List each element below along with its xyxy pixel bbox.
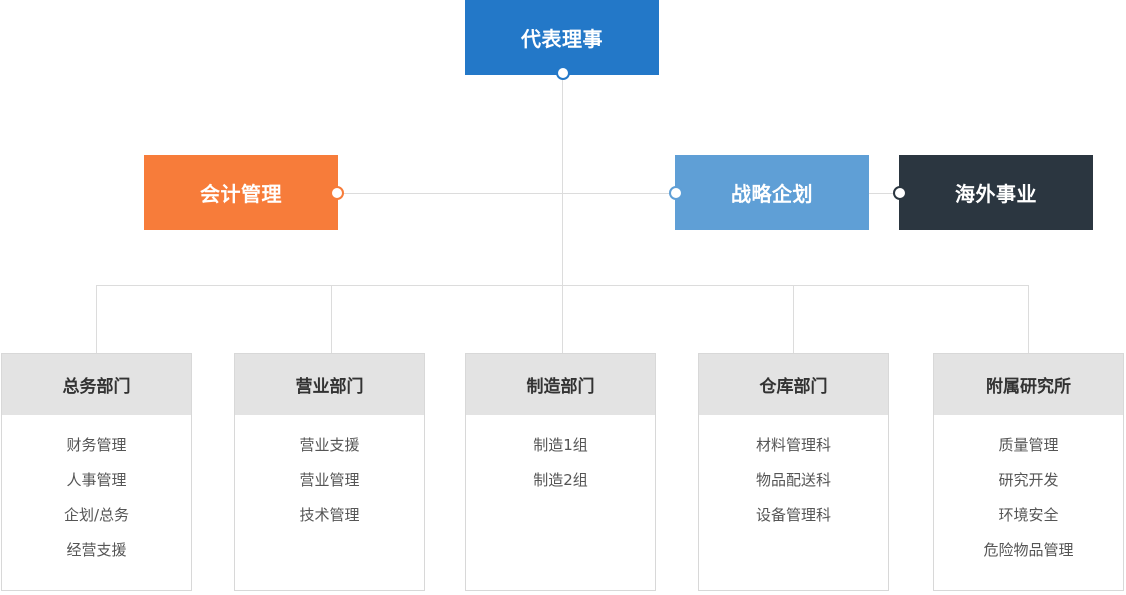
department-header: 附属研究所 [934, 354, 1123, 415]
root-node-label: 代表理事 [521, 27, 603, 51]
department-item-list: 质量管理 研究开发 环境安全 危险物品管理 [934, 415, 1123, 573]
department-item: 材料管理科 [755, 436, 831, 454]
department-item-list: 材料管理科 物品配送科 设备管理科 [699, 415, 888, 538]
side-unit-overseas-box: 海外事业 [899, 155, 1093, 230]
department-item: 营业管理 [299, 471, 360, 489]
department-item: 研究开发 [998, 471, 1059, 489]
department-header: 营业部门 [235, 354, 424, 415]
department-drop-line [1028, 285, 1029, 353]
department-card-research-institute: 附属研究所 质量管理 研究开发 环境安全 危险物品管理 [933, 353, 1124, 591]
department-item: 企划/总务 [63, 506, 130, 524]
department-header: 仓库部门 [699, 354, 888, 415]
department-item: 设备管理科 [755, 506, 831, 524]
department-item: 危险物品管理 [983, 541, 1074, 559]
department-item-list: 制造1组 制造2组 [466, 415, 655, 503]
overseas-connector-line [868, 193, 899, 194]
department-item: 环境安全 [998, 506, 1059, 524]
department-item: 财务管理 [66, 436, 127, 454]
department-item: 质量管理 [998, 436, 1059, 454]
department-item: 技术管理 [299, 506, 360, 524]
department-drop-line [793, 285, 794, 353]
side-unit-label: 会计管理 [200, 182, 282, 206]
side-unit-label: 战略企划 [731, 182, 813, 206]
trunk-line [562, 73, 563, 285]
root-node-box: 代表理事 [465, 0, 659, 75]
accounting-connector-dot [330, 186, 344, 200]
department-header: 总务部门 [2, 354, 191, 415]
department-item: 制造1组 [533, 436, 588, 454]
strategy-connector-dot [669, 186, 683, 200]
department-drop-line [331, 285, 332, 353]
department-item: 物品配送科 [755, 471, 831, 489]
department-item: 制造2组 [533, 471, 588, 489]
department-item: 经营支援 [66, 541, 127, 559]
department-drop-line [96, 285, 97, 353]
side-unit-strategy-box: 战略企划 [675, 155, 869, 230]
department-card-general-affairs: 总务部门 财务管理 人事管理 企划/总务 经营支援 [1, 353, 192, 591]
department-card-warehouse: 仓库部门 材料管理科 物品配送科 设备管理科 [698, 353, 889, 591]
side-unit-label: 海外事业 [955, 182, 1037, 206]
department-drop-line [562, 285, 563, 353]
side-unit-accounting-box: 会计管理 [144, 155, 338, 230]
department-header: 制造部门 [466, 354, 655, 415]
department-item-list: 营业支援 营业管理 技术管理 [235, 415, 424, 538]
department-card-sales: 营业部门 营业支援 营业管理 技术管理 [234, 353, 425, 591]
department-item-list: 财务管理 人事管理 企划/总务 经营支援 [2, 415, 191, 573]
root-connector-dot [556, 66, 570, 80]
overseas-connector-dot [893, 186, 907, 200]
department-item: 营业支援 [299, 436, 360, 454]
department-item: 人事管理 [66, 471, 127, 489]
side-branch-line [338, 193, 675, 194]
department-card-manufacturing: 制造部门 制造1组 制造2组 [465, 353, 656, 591]
